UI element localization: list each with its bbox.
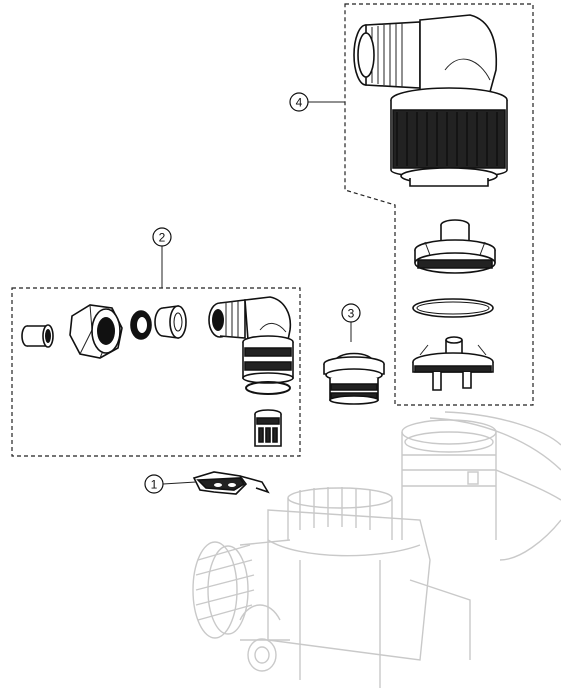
o-ring-small	[245, 381, 291, 395]
elbow-fitting	[208, 296, 294, 384]
check-cage	[254, 409, 282, 447]
callout-1: 1	[144, 474, 164, 494]
sleeve	[154, 305, 187, 339]
callout-3-label: 3	[348, 307, 355, 321]
callout-4: 4	[289, 92, 309, 112]
retaining-clip	[192, 471, 270, 495]
callout-3: 3	[341, 303, 361, 323]
distributor-cap	[414, 219, 496, 274]
callout-4-label: 4	[296, 96, 303, 110]
o-ring-large	[412, 298, 494, 318]
elbow-adapter	[353, 14, 508, 187]
tube-insert	[21, 324, 54, 348]
compression-ring	[130, 310, 152, 340]
dome-plug	[323, 352, 385, 405]
callout-2-label: 2	[159, 231, 166, 245]
callout-2: 2	[152, 227, 172, 247]
group-2-frame	[11, 287, 301, 457]
bottom-distributor	[412, 336, 494, 391]
hex-nut	[69, 304, 123, 359]
base-valve-assembly-ghost	[192, 411, 561, 688]
callout-1-label: 1	[151, 478, 158, 492]
